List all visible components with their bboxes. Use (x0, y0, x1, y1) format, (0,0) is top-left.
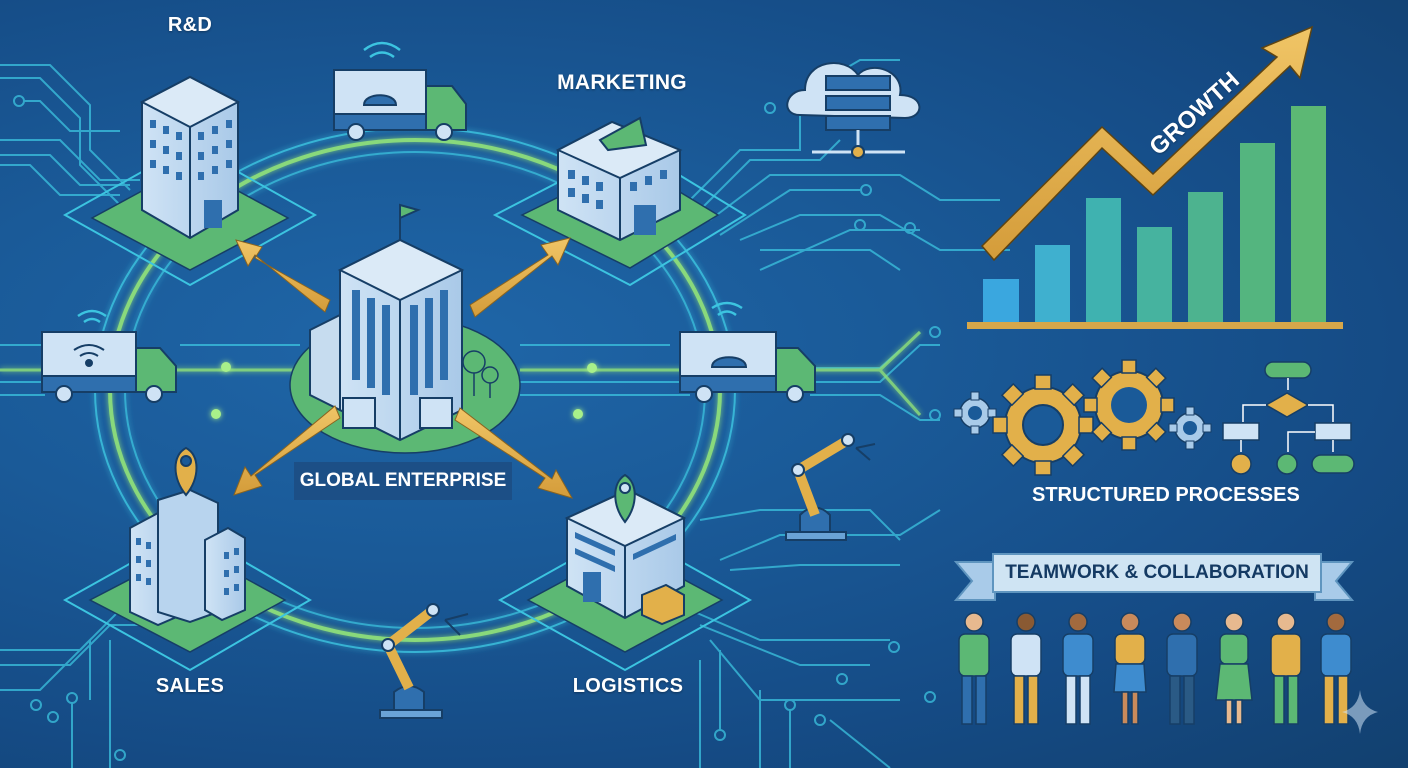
logistics-warehouse-icon (564, 473, 687, 626)
person-figure (1166, 612, 1198, 725)
small-gear-icon (1168, 406, 1212, 450)
sparkle-icon (1342, 690, 1378, 734)
wifi-signal-icon (363, 41, 401, 59)
delivery-truck-icon (333, 69, 467, 141)
robotic-arm-icon (785, 433, 876, 541)
wifi-signal-icon (77, 309, 107, 324)
large-gear-icon (992, 374, 1094, 476)
package-box-icon (641, 583, 685, 626)
delivery-truck-icon (679, 331, 816, 403)
sales-buildings-icon (129, 446, 246, 627)
person-figure (1215, 612, 1253, 725)
delivery-truck-wifi-icon (41, 331, 177, 403)
person-figure (1270, 612, 1302, 725)
processes-label: STRUCTURED PROCESSES (1032, 484, 1300, 506)
department-label-rnd: R&D (167, 14, 213, 36)
signal-dots (211, 362, 597, 419)
distribution-arrows (233, 237, 574, 499)
cloud-server-icon (786, 62, 921, 159)
robotic-arm-icon (379, 603, 469, 719)
department-label-sales: SALES (155, 675, 225, 697)
wifi-signal-icon (711, 301, 743, 317)
large-gear-icon (1083, 359, 1175, 451)
person-figure (958, 612, 990, 725)
department-label-logistics: LOGISTICS (572, 675, 684, 697)
circuit-traces (0, 59, 1010, 768)
teamwork-banner: TEAMWORK & COLLABORATION (992, 553, 1322, 593)
growth-bar-chart (967, 106, 1343, 329)
department-label-marketing: MARKETING (557, 71, 687, 94)
headquarters-building-icon (309, 203, 465, 442)
megaphone-icon (598, 116, 648, 152)
person-figure (1062, 612, 1094, 725)
marketing-building-icon (555, 116, 683, 242)
flowchart-icon (1222, 361, 1355, 475)
tree-icon (462, 350, 499, 398)
team-people-group (958, 612, 1352, 725)
person-figure (1113, 612, 1147, 725)
growth-trend-arrow (980, 25, 1314, 262)
person-figure (1320, 612, 1352, 725)
banner-ribbon-tails (953, 561, 1355, 601)
hub-label: GLOBAL ENTERPRISE (294, 462, 512, 500)
rnd-building-icon (139, 75, 241, 240)
person-figure (1010, 612, 1042, 725)
small-gear-icon (953, 391, 997, 435)
